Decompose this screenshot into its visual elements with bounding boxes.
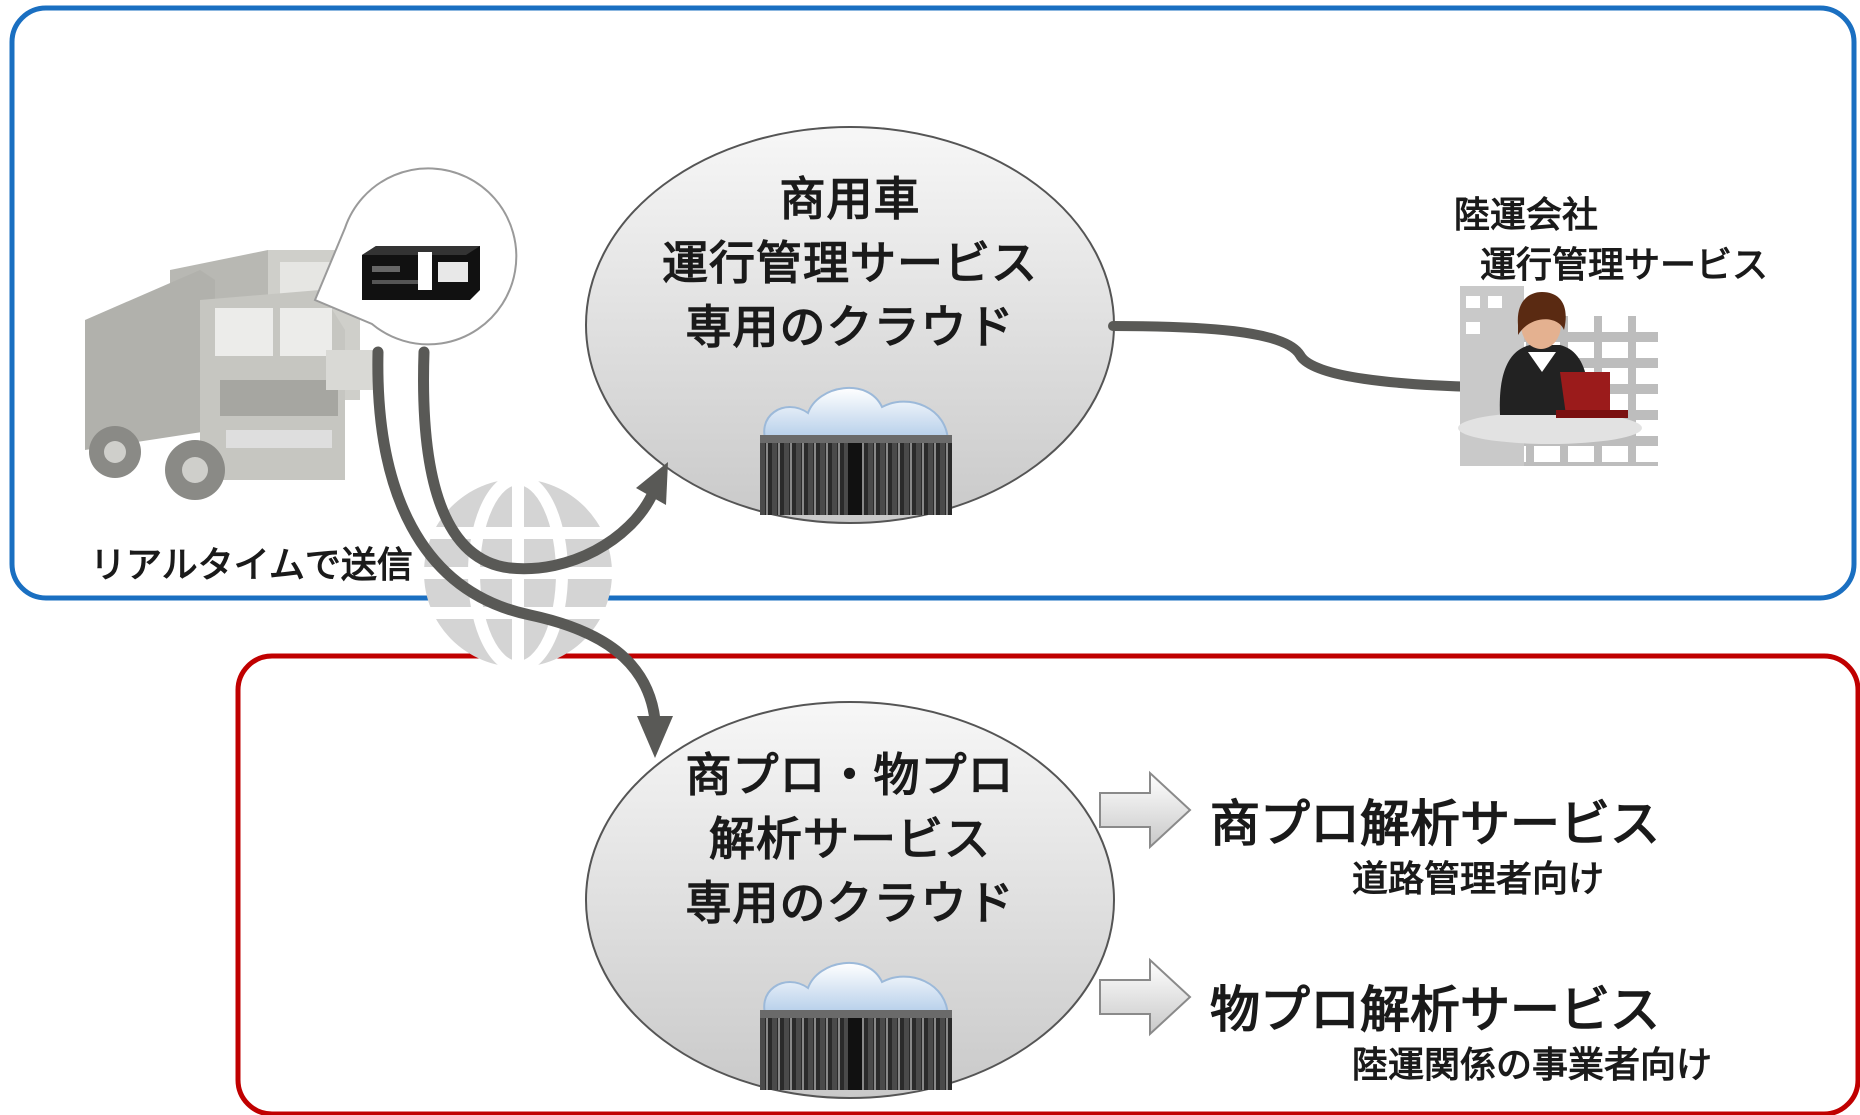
arrow-head: [637, 716, 673, 758]
analysis-cloud-title-line: 解析サービス: [709, 812, 991, 866]
fleet-cloud-title-line: 運行管理サービス: [662, 236, 1038, 290]
block-arrow-commercial: [1099, 770, 1192, 850]
logistics-analysis-service-audience: 陸運関係の事業者向け: [1352, 1045, 1713, 1086]
realtime-send-label: リアルタイムで送信: [90, 545, 413, 586]
arrow-to-analysis-cloud: [372, 346, 661, 726]
commercial-analysis-service-title: 商プロ解析サービス: [1210, 795, 1660, 853]
operation-service-label: 運行管理サービス: [1480, 245, 1769, 286]
commercial-analysis-service-audience: 道路管理者向け: [1352, 859, 1605, 900]
arrow-head: [636, 462, 668, 505]
arrow-to-fleet-cloud: [418, 346, 658, 575]
fleet-cloud-title-line: 商用車: [779, 172, 921, 226]
logistics-analysis-service-title: 物プロ解析サービス: [1210, 981, 1660, 1039]
cloud-server-icon: [760, 386, 952, 515]
operator-person-icon: [1458, 292, 1642, 444]
upper-frame: [9, 5, 1857, 601]
cloud-server-icon: [760, 961, 952, 1090]
analysis-cloud-ellipse: [585, 701, 1115, 1099]
onboard-device-icon: [362, 246, 480, 300]
analysis-cloud-title-line: 商プロ・物プロ: [685, 748, 1015, 802]
transport-company-label: 陸運会社: [1454, 195, 1599, 236]
analysis-cloud-title-line: 専用のクラウド: [685, 876, 1015, 930]
connection-line-to-office: [1108, 321, 1483, 392]
fleet-cloud-title-line: 専用のクラウド: [685, 300, 1015, 354]
lower-frame: [235, 653, 1860, 1115]
block-arrow-logistics: [1099, 957, 1192, 1037]
